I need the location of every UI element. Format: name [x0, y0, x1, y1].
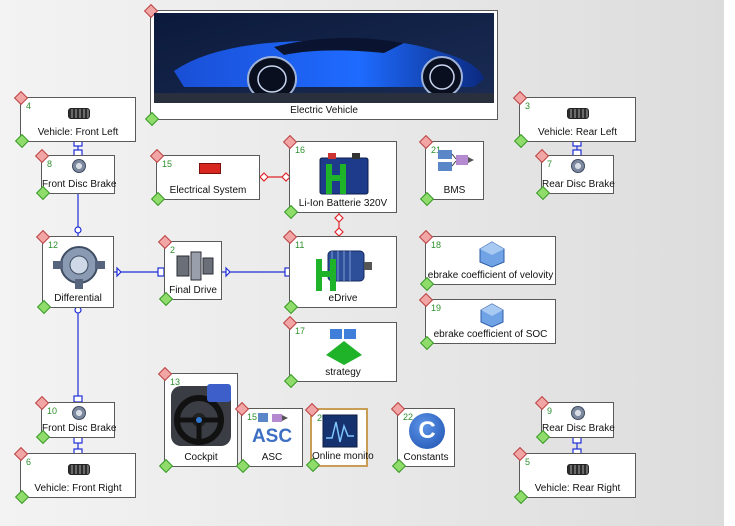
resistor-icon	[199, 163, 221, 174]
gear-icon	[176, 251, 214, 281]
block-cockpit[interactable]: 13 Cockpit	[157, 366, 238, 474]
tire-icon	[567, 108, 589, 119]
block-number: 21	[431, 145, 442, 155]
block-label: ASC	[261, 452, 283, 463]
disc-brake-icon	[571, 406, 585, 420]
block-ebrake-velocity[interactable]: 18 ebrake coefficient of velovity	[418, 229, 556, 292]
block-label: Final Drive	[169, 285, 217, 296]
asc-text-icon: ASC	[251, 426, 293, 447]
block-label: Electrical System	[169, 185, 247, 196]
block-label: Constants	[403, 452, 449, 463]
tire-icon	[68, 108, 90, 119]
block-vehicle-rear-left[interactable]: 3 Vehicle: Rear Left	[512, 90, 636, 149]
block-electrical-system[interactable]: 15 Electrical System	[149, 148, 260, 207]
block-label: Rear Disc Brake	[542, 423, 615, 434]
tire-icon	[567, 464, 589, 475]
block-vehicle-rear-right[interactable]: 5 Vehicle: Rear Right	[512, 446, 636, 505]
block-number: 16	[295, 145, 306, 155]
block-number: 11	[295, 240, 305, 250]
monitor-icon	[322, 414, 358, 448]
block-label: Front Disc Brake	[42, 179, 117, 190]
steering-wheel-icon	[171, 384, 231, 446]
block-label: Vehicle: Rear Right	[534, 483, 621, 494]
block-front-disc-brake-top[interactable]: 8 Front Disc Brake	[34, 148, 117, 201]
disc-brake-icon	[72, 159, 86, 173]
block-electric-vehicle[interactable]: Electric Vehicle	[143, 3, 498, 127]
lookup-table-icon	[479, 241, 505, 268]
block-number: 8	[47, 159, 53, 169]
block-number: 3	[525, 101, 531, 111]
disc-brake-icon	[571, 159, 585, 173]
block-label: ebrake coefficient of velovity	[427, 270, 554, 281]
block-vehicle-front-left[interactable]: 4 Vehicle: Front Left	[13, 90, 136, 149]
block-strategy[interactable]: 17 strategy	[282, 315, 397, 389]
block-label: Online monito	[312, 451, 374, 462]
disc-brake-icon	[72, 406, 86, 420]
block-label: ebrake coefficient of SOC	[433, 329, 548, 340]
lookup-table-icon	[480, 303, 504, 328]
block-label: Vehicle: Rear Left	[538, 127, 617, 138]
block-li-ion-battery[interactable]: 16 Li-Ion Batterie 320V	[282, 134, 397, 220]
block-number: 17	[295, 326, 306, 336]
block-edrive[interactable]: 11 eDrive	[282, 229, 397, 315]
constants-icon: C	[409, 413, 445, 449]
block-number: 18	[431, 240, 442, 250]
asc-connector-icon	[258, 413, 288, 422]
block-label: Differential	[54, 293, 102, 304]
block-constants[interactable]: 22 C Constants	[390, 401, 455, 474]
block-number: 19	[431, 303, 442, 313]
block-label: Vehicle: Front Left	[37, 127, 119, 138]
block-number: 20	[317, 413, 328, 423]
block-label: Vehicle: Front Right	[34, 483, 122, 494]
block-ebrake-soc[interactable]: 19 ebrake coefficient of SOC	[418, 292, 556, 351]
tire-icon	[68, 464, 90, 475]
block-label: Front Disc Brake	[42, 423, 117, 434]
block-number: 15	[247, 412, 258, 422]
block-front-disc-brake-bottom[interactable]: 10 Front Disc Brake	[34, 395, 117, 445]
block-label: Cockpit	[184, 452, 218, 463]
strategy-icon	[326, 329, 362, 365]
battery-icon	[319, 153, 369, 195]
block-number: 4	[26, 101, 32, 111]
block-label: Rear Disc Brake	[542, 179, 615, 190]
block-number: 22	[403, 412, 414, 422]
block-number: 7	[547, 159, 553, 169]
car-image	[154, 13, 494, 103]
block-number: 12	[48, 240, 59, 250]
electric-motor-icon	[316, 250, 372, 291]
block-differential[interactable]: 12 Differential	[35, 229, 114, 315]
block-rear-disc-brake-bottom[interactable]: 9 Rear Disc Brake	[534, 395, 615, 445]
block-number: 15	[162, 159, 173, 169]
block-final-drive[interactable]: 2 Final Drive	[157, 234, 222, 307]
block-number: 10	[47, 406, 58, 416]
block-number: 2	[170, 245, 176, 255]
bms-icon	[438, 150, 474, 171]
block-label: Electric Vehicle	[290, 105, 358, 116]
block-label: eDrive	[328, 293, 358, 304]
block-number: 13	[170, 377, 181, 387]
block-number: 6	[26, 457, 32, 467]
canvas-edge	[724, 0, 735, 526]
block-number: 9	[547, 406, 553, 416]
differential-icon	[53, 246, 105, 289]
block-label: strategy	[325, 367, 361, 378]
block-label: Li-Ion Batterie 320V	[298, 198, 388, 209]
block-vehicle-front-right[interactable]: 6 Vehicle: Front Right	[13, 446, 136, 505]
block-bms[interactable]: 21 BMS	[418, 134, 484, 207]
block-asc[interactable]: 15 ASC ASC	[234, 401, 303, 474]
block-rear-disc-brake-top[interactable]: 7 Rear Disc Brake	[534, 148, 615, 201]
block-label: BMS	[443, 185, 466, 196]
block-online-monitor[interactable]: 20 Online monito	[304, 402, 374, 473]
block-number: 5	[525, 457, 531, 467]
